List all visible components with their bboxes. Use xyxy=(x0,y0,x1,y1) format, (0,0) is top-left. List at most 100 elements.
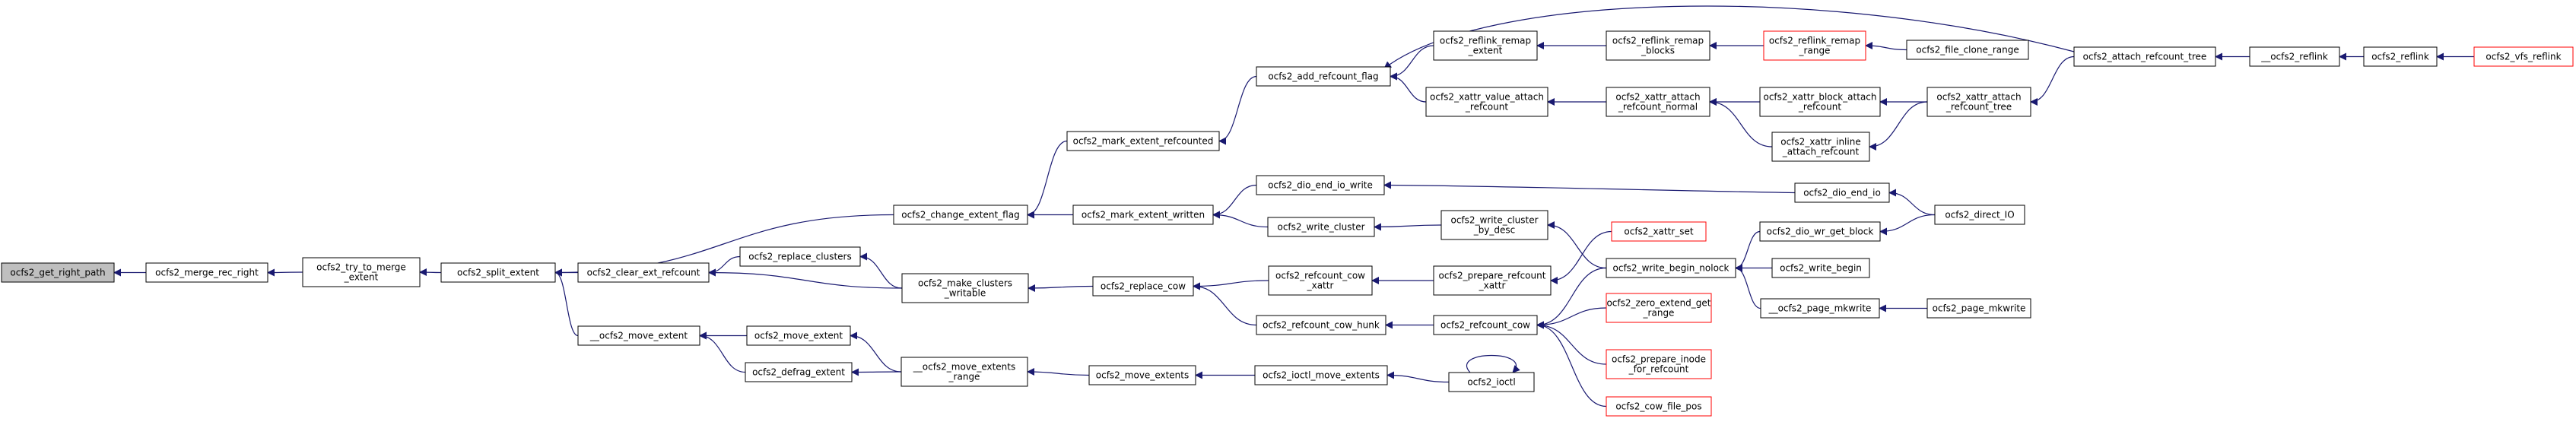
graph-node-n45[interactable]: ocfs2_page_mkwrite xyxy=(1926,298,2031,319)
graph-node-n33[interactable]: ocfs2_prepare_inode_for_refcount xyxy=(1606,349,1712,379)
node-label: ocfs2_vfs_reflink xyxy=(2485,52,2561,62)
node-box xyxy=(1611,221,1707,242)
node-label: _xattr xyxy=(1479,281,1506,291)
node-label: ocfs2_write_cluster xyxy=(1277,222,1364,233)
node-box xyxy=(2249,46,2340,67)
graph-node-n16[interactable]: ocfs2_replace_cow xyxy=(1092,276,1194,297)
graph-node-n18[interactable]: ocfs2_reflink_remap_extent xyxy=(1433,30,1538,61)
graph-node-n26[interactable]: ocfs2_prepare_refcount_xattr xyxy=(1433,265,1552,296)
node-label: ocfs2_reflink_remap xyxy=(1612,36,1704,46)
graph-node-n43[interactable]: ocfs2_xattr_attach_refcount_tree xyxy=(1926,87,2031,117)
node-label: ocfs2_merge_rec_right xyxy=(155,268,259,278)
node-label: ocfs2_replace_cow xyxy=(1101,281,1186,292)
graph-node-n3[interactable]: ocfs2_split_extent xyxy=(440,262,556,283)
edge-n33-to-n27 xyxy=(1536,321,1607,365)
graph-node-n9[interactable]: ocfs2_replace_clusters xyxy=(739,246,861,267)
graph-node-n11[interactable]: ocfs2_move_extent xyxy=(746,325,851,346)
graph-node-n27[interactable]: ocfs2_refcount_cow xyxy=(1433,315,1538,335)
graph-node-n42[interactable]: ocfs2_file_clone_range xyxy=(1906,40,2029,60)
graph-node-n20[interactable]: ocfs2_write_cluster_by_desc xyxy=(1440,210,1548,240)
graph-node-n36[interactable]: ocfs2_xattr_block_attach_refcount xyxy=(1759,87,1881,117)
node-box xyxy=(1606,396,1712,417)
node-box xyxy=(1072,205,1214,225)
node-label: _refcount xyxy=(1465,102,1508,113)
graph-node-n1[interactable]: ocfs2_merge_rec_right xyxy=(145,262,268,283)
node-box xyxy=(577,262,710,283)
node-box xyxy=(1763,30,1866,61)
node-box xyxy=(1606,30,1710,61)
graph-node-n34[interactable]: ocfs2_cow_file_pos xyxy=(1606,396,1712,417)
graph-node-n38[interactable]: ocfs2_dio_end_io xyxy=(1794,182,1890,203)
node-box xyxy=(1606,349,1712,379)
graph-node-n22[interactable]: ocfs2_refcount_cow_hunk xyxy=(1256,315,1386,335)
graph-node-n35[interactable]: ocfs2_ioctl xyxy=(1448,372,1535,392)
node-label: _range xyxy=(948,372,980,382)
graph-node-n21[interactable]: ocfs2_refcount_cow_xattr xyxy=(1268,265,1373,296)
graph-node-n13[interactable]: ocfs2_add_refcount_flag xyxy=(1256,66,1391,87)
node-box xyxy=(893,205,1028,225)
node-box xyxy=(1606,87,1710,117)
node-box xyxy=(1926,298,2031,319)
node-box xyxy=(1088,365,1196,385)
graph-node-n10[interactable]: ocfs2_make_clusters_writable xyxy=(901,273,1029,303)
node-label: _writable xyxy=(944,288,986,299)
node-box xyxy=(1268,265,1373,296)
graph-node-n24[interactable]: ocfs2_reflink_remap_blocks xyxy=(1606,30,1710,61)
node-box xyxy=(901,273,1029,303)
graph-node-n15[interactable]: ocfs2_write_cluster xyxy=(1267,217,1375,237)
node-label: ocfs2_change_extent_flag xyxy=(901,210,1019,220)
graph-node-n39[interactable]: ocfs2_dio_wr_get_block xyxy=(1759,221,1881,242)
graph-node-n30[interactable]: ocfs2_xattr_set xyxy=(1611,221,1707,242)
graph-node-n0[interactable]: ocfs2_get_right_path xyxy=(1,262,115,283)
graph-node-n19[interactable]: ocfs2_xattr_value_attach_refcount xyxy=(1425,87,1548,117)
graph-node-n41[interactable]: __ocfs2_page_mkwrite xyxy=(1760,298,1880,319)
edge-n10-to-n5 xyxy=(708,268,903,289)
edge-n21-to-n16 xyxy=(1193,280,1269,290)
edge-n13-to-n7 xyxy=(1218,75,1257,145)
node-box xyxy=(1256,66,1391,87)
node-label: ocfs2_zero_extend_get xyxy=(1606,298,1710,309)
node-box xyxy=(1440,210,1548,240)
graph-node-n40[interactable]: ocfs2_write_begin xyxy=(1771,258,1870,278)
graph-node-n6[interactable]: __ocfs2_move_extent xyxy=(577,325,700,346)
edge-n15-to-n8 xyxy=(1212,211,1269,228)
node-box xyxy=(577,325,700,346)
node-label: ocfs2_dio_end_io xyxy=(1803,188,1881,198)
graph-node-n48[interactable]: ocfs2_reflink xyxy=(2363,46,2438,67)
node-label: _xattr xyxy=(1307,281,1334,291)
graph-node-n31[interactable]: ocfs2_write_begin_nolock xyxy=(1606,258,1736,278)
graph-node-n17[interactable]: __ocfs2_move_extents_range xyxy=(900,357,1028,387)
node-label: ocfs2_write_begin_nolock xyxy=(1613,263,1730,274)
graph-node-n49[interactable]: ocfs2_vfs_reflink xyxy=(2473,46,2574,67)
node-label: _refcount_normal xyxy=(1618,102,1698,113)
edge-n44-to-n39 xyxy=(1879,214,1936,236)
graph-node-n4[interactable]: ocfs2_change_extent_flag xyxy=(893,205,1028,225)
graph-node-n14[interactable]: ocfs2_dio_end_io_write xyxy=(1256,175,1385,195)
graph-node-n25[interactable]: ocfs2_xattr_attach_refcount_normal xyxy=(1606,87,1710,117)
graph-node-n37[interactable]: ocfs2_xattr_inline_attach_refcount xyxy=(1771,132,1870,162)
edge-n19-to-n13 xyxy=(1390,72,1427,103)
node-box xyxy=(1759,87,1881,117)
graph-node-n47[interactable]: __ocfs2_reflink xyxy=(2249,46,2340,67)
node-box xyxy=(739,246,861,267)
node-label: ocfs2_xattr_attach xyxy=(1936,92,2021,103)
graph-node-n46[interactable]: ocfs2_attach_refcount_tree xyxy=(2073,46,2216,67)
graph-node-n28[interactable]: ocfs2_ioctl_move_extents xyxy=(1254,365,1388,385)
edge-n38-to-n14 xyxy=(1383,181,1796,194)
graph-node-n8[interactable]: ocfs2_mark_extent_written xyxy=(1072,205,1214,225)
graph-node-n44[interactable]: ocfs2_direct_IO xyxy=(1934,205,2025,225)
node-label: ocfs2_xattr_inline xyxy=(1780,137,1860,147)
node-label: ocfs2_refcount_cow xyxy=(1275,271,1365,281)
node-box xyxy=(1256,175,1385,195)
node-label: _for_refcount xyxy=(1628,364,1689,375)
edge-n2-to-n1 xyxy=(267,268,303,277)
node-label: ocfs2_mark_extent_refcounted xyxy=(1073,136,1214,147)
graph-node-n32[interactable]: ocfs2_zero_extend_get_range xyxy=(1606,293,1712,323)
graph-node-n2[interactable]: ocfs2_try_to_merge_extent xyxy=(302,257,421,287)
graph-node-n29[interactable]: ocfs2_reflink_remap_range xyxy=(1763,30,1866,61)
graph-node-n7[interactable]: ocfs2_mark_extent_refcounted xyxy=(1066,131,1220,151)
graph-node-n5[interactable]: ocfs2_clear_ext_refcount xyxy=(577,262,710,283)
graph-node-n12[interactable]: ocfs2_defrag_extent xyxy=(745,362,853,382)
edge-n35-to-n35 xyxy=(1466,354,1520,373)
graph-node-n23[interactable]: ocfs2_move_extents xyxy=(1088,365,1196,385)
